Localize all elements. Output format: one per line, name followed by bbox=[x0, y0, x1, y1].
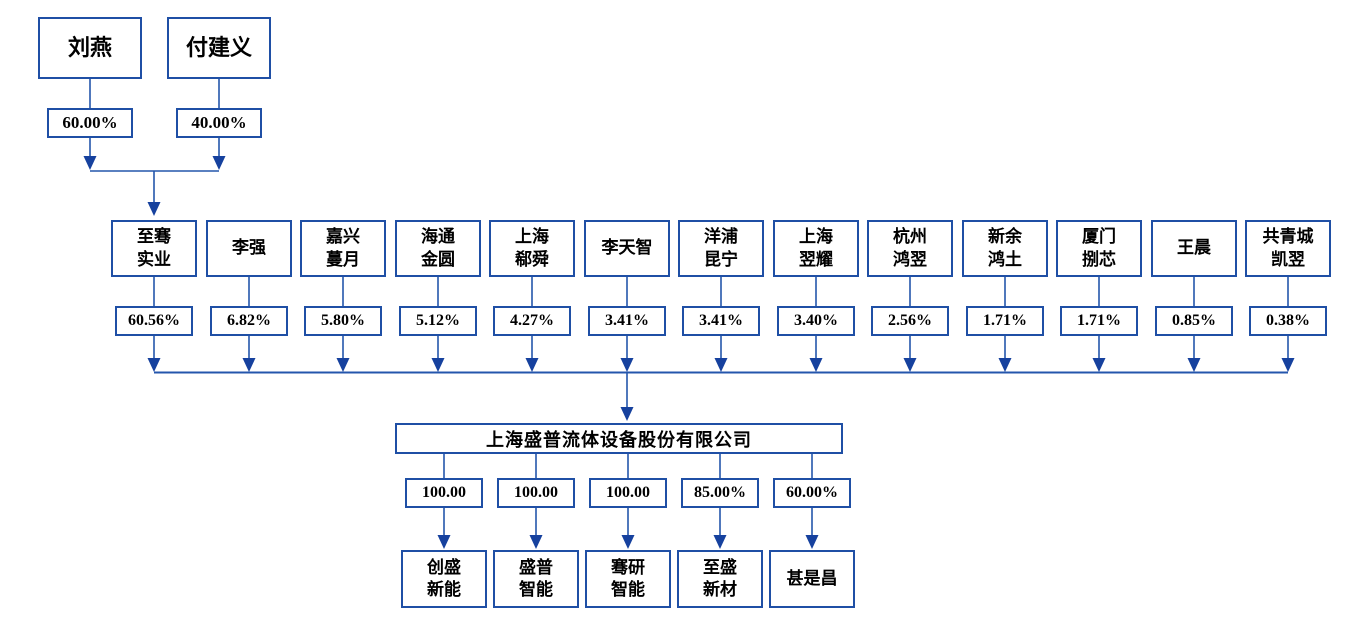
shareholder-pct: 5.12% bbox=[399, 306, 477, 336]
node-shareholder-2: 李强 bbox=[206, 220, 292, 277]
shareholder-pct: 5.80% bbox=[304, 306, 382, 336]
shareholder-pct: 3.41% bbox=[588, 306, 666, 336]
subsidiary-name: 创盛 新能 bbox=[427, 557, 461, 599]
node-company: 上海盛普流体设备股份有限公司 bbox=[395, 423, 843, 454]
subsidiary-pct: 100.00 bbox=[497, 478, 575, 508]
shareholder-name: 洋浦 昆宁 bbox=[704, 227, 738, 269]
shareholder-name: 嘉兴 蔓月 bbox=[326, 227, 360, 269]
node-subsidiary-5: 甚是昌 bbox=[769, 550, 855, 608]
shareholder-name: 海通 金圆 bbox=[421, 227, 455, 269]
shareholder-name: 王晨 bbox=[1177, 238, 1211, 258]
shareholder-pct: 6.82% bbox=[210, 306, 288, 336]
shareholder-pct: 1.71% bbox=[966, 306, 1044, 336]
node-shareholder-13: 共青城 凯翌 bbox=[1245, 220, 1331, 277]
shareholder-pct: 3.41% bbox=[682, 306, 760, 336]
node-shareholder-1: 至骞 实业 bbox=[111, 220, 197, 277]
subsidiary-pct: 100.00 bbox=[405, 478, 483, 508]
node-top-owner-2: 付建义 bbox=[167, 17, 271, 79]
subsidiary-name: 盛普 智能 bbox=[519, 557, 553, 599]
subsidiary-name: 至盛 新材 bbox=[703, 557, 737, 599]
company-name: 上海盛普流体设备股份有限公司 bbox=[486, 429, 752, 450]
node-shareholder-9: 杭州 鸿翌 bbox=[867, 220, 953, 277]
shareholder-pct: 0.85% bbox=[1155, 306, 1233, 336]
node-shareholder-11: 厦门 捌芯 bbox=[1056, 220, 1142, 277]
shareholder-pct: 4.27% bbox=[493, 306, 571, 336]
node-shareholder-3: 嘉兴 蔓月 bbox=[300, 220, 386, 277]
subsidiary-name: 甚是昌 bbox=[786, 568, 838, 588]
shareholder-name: 杭州 鸿翌 bbox=[893, 227, 927, 269]
shareholder-pct: 1.71% bbox=[1060, 306, 1138, 336]
node-shareholder-8: 上海 翌耀 bbox=[773, 220, 859, 277]
shareholder-name: 上海 翌耀 bbox=[799, 227, 833, 269]
node-shareholder-12: 王晨 bbox=[1151, 220, 1237, 277]
top-owner-pct: 40.00% bbox=[176, 108, 262, 138]
subsidiary-name: 骞研 智能 bbox=[611, 557, 645, 599]
node-shareholder-4: 海通 金圆 bbox=[395, 220, 481, 277]
subsidiary-pct: 100.00 bbox=[589, 478, 667, 508]
shareholder-name: 李强 bbox=[232, 238, 266, 258]
node-subsidiary-4: 至盛 新材 bbox=[677, 550, 763, 608]
top-owner-pct: 60.00% bbox=[47, 108, 133, 138]
node-subsidiary-2: 盛普 智能 bbox=[493, 550, 579, 608]
shareholder-name: 新余 鸿土 bbox=[988, 227, 1022, 269]
shareholder-pct: 2.56% bbox=[871, 306, 949, 336]
node-subsidiary-1: 创盛 新能 bbox=[401, 550, 487, 608]
shareholder-name: 上海 郗舜 bbox=[515, 227, 549, 269]
shareholder-name: 李天智 bbox=[601, 238, 653, 258]
shareholder-pct: 3.40% bbox=[777, 306, 855, 336]
shareholder-name: 厦门 捌芯 bbox=[1082, 227, 1116, 269]
node-shareholder-7: 洋浦 昆宁 bbox=[678, 220, 764, 277]
subsidiary-pct: 60.00% bbox=[773, 478, 851, 508]
shareholder-name: 共青城 凯翌 bbox=[1262, 227, 1314, 269]
node-top-owner-1: 刘燕 bbox=[38, 17, 142, 79]
shareholder-name: 至骞 实业 bbox=[137, 227, 171, 269]
node-shareholder-5: 上海 郗舜 bbox=[489, 220, 575, 277]
top-owner-name: 刘燕 bbox=[67, 35, 112, 61]
subsidiary-pct: 85.00% bbox=[681, 478, 759, 508]
node-shareholder-6: 李天智 bbox=[584, 220, 670, 277]
shareholder-pct: 60.56% bbox=[115, 306, 193, 336]
node-shareholder-10: 新余 鸿土 bbox=[962, 220, 1048, 277]
top-owner-name: 付建义 bbox=[185, 35, 252, 61]
shareholder-pct: 0.38% bbox=[1249, 306, 1327, 336]
node-subsidiary-3: 骞研 智能 bbox=[585, 550, 671, 608]
